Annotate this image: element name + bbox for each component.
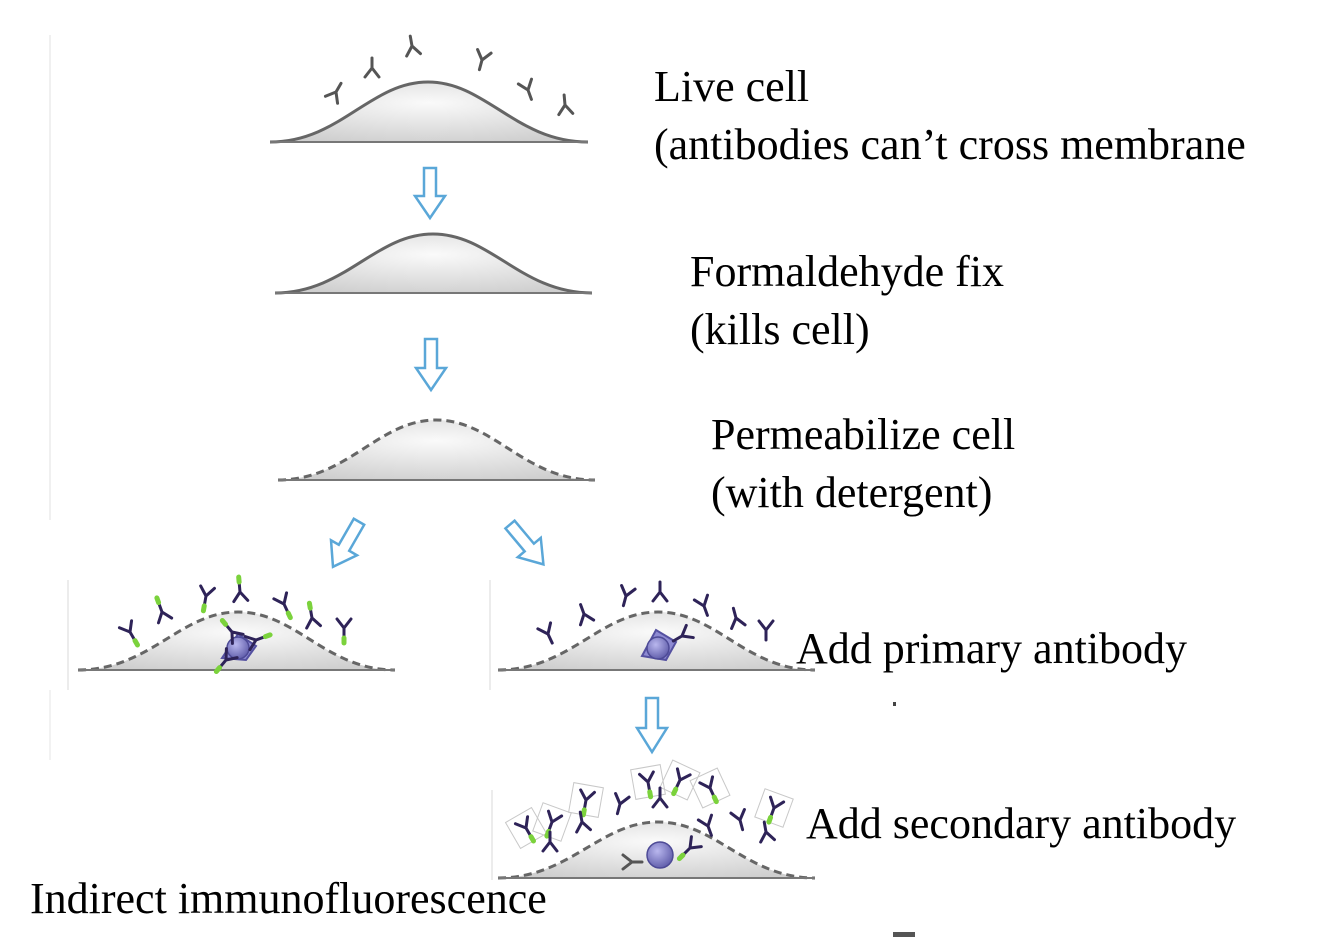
- antibody-icon: [651, 786, 669, 809]
- antibodies-primary: [536, 580, 775, 645]
- labeled-antibody-icon: [272, 591, 293, 621]
- labeled-antibody-icon: [213, 647, 239, 674]
- stray-dot: [893, 702, 896, 706]
- step-live-label: Live cell (antibodies can’t cross membra…: [654, 58, 1246, 174]
- arrow-down-2: [413, 337, 449, 393]
- labeled-antibody-icon: [532, 802, 572, 842]
- stray-dash: [893, 932, 915, 937]
- labeled-antibody-icon: [154, 595, 174, 625]
- antibody-icon: [759, 820, 776, 844]
- arrow-diagonal-right: [503, 518, 545, 567]
- step-secondary-title: Add secondary antibody: [806, 799, 1237, 848]
- antibody-icon: [516, 77, 533, 101]
- labeled-antibody-icon: [754, 788, 794, 828]
- cell-permeabilized: [277, 418, 596, 482]
- cell-live: [269, 80, 589, 144]
- labeled-antibody-icon: [659, 759, 701, 801]
- antibody-icon: [536, 621, 554, 645]
- labeled-antibody-icon: [199, 584, 216, 614]
- diagram-title: Indirect immunofluorescence: [30, 874, 547, 923]
- antibody-icon: [541, 830, 559, 853]
- antibody-icon: [575, 810, 592, 834]
- labeled-antibody-icon: [504, 806, 548, 850]
- cell-fixed: [274, 232, 593, 295]
- antibody-icon: [729, 807, 746, 832]
- labeled-antibody-icon: [568, 782, 604, 818]
- antibody-icon: [405, 34, 422, 58]
- antibody-icon: [557, 93, 575, 117]
- step-fix-label: Formaldehyde fix (kills cell): [690, 243, 1004, 359]
- labeled-antibody-icon: [305, 600, 322, 630]
- antibody-icon: [757, 619, 775, 642]
- labeled-antibody-icon: [232, 574, 250, 604]
- antibody-icon: [621, 853, 644, 871]
- antibody-icon: [671, 623, 695, 643]
- labeled-antibody-icon: [676, 835, 703, 862]
- labeled-antibody-icon: [689, 767, 731, 809]
- antigen-primary: [640, 628, 678, 662]
- step-live-title: Live cell: [654, 62, 810, 111]
- antibodies-gray-live: [323, 34, 575, 117]
- step-live-note: (antibodies can’t cross membrane: [654, 120, 1246, 169]
- step-permeabilize-label: Permeabilize cell (with detergent): [711, 406, 1015, 522]
- antibody-icon: [620, 583, 637, 608]
- labeled-antibody-icon: [117, 619, 140, 648]
- labeled-antibody-icon: [243, 632, 273, 652]
- labeled-antibody-icon: [630, 764, 666, 800]
- step-permeabilize-note: (with detergent): [711, 468, 993, 517]
- antibody-icon: [363, 56, 381, 79]
- step-primary-title: Add primary antibody: [796, 624, 1188, 673]
- antibody-icon: [730, 606, 747, 631]
- antibody-icon: [696, 813, 713, 837]
- antibody-icon: [614, 791, 631, 816]
- antibodies-labeled-left: [117, 574, 353, 674]
- step-permeabilize-title: Permeabilize cell: [711, 410, 1016, 459]
- step-fix-note: (kills cell): [690, 305, 870, 354]
- arrow-down-1: [412, 166, 448, 221]
- arrow-down-3: [634, 696, 670, 755]
- antibody-icon: [323, 81, 343, 105]
- step-fix-title: Formaldehyde fix: [690, 247, 1005, 296]
- antibody-icon: [579, 603, 596, 627]
- step-secondary-label: Add secondary antibody: [806, 795, 1236, 853]
- antibody-icon: [476, 47, 493, 72]
- step-primary-label: Add primary antibody: [796, 620, 1187, 678]
- antibody-icon: [692, 593, 709, 617]
- labeled-antibody-icon: [335, 617, 353, 646]
- arrow-diagonal-left: [329, 517, 366, 569]
- antibody-icon: [651, 580, 669, 603]
- antigen-secondary: [646, 841, 674, 869]
- labeled-antibody-icon: [219, 618, 245, 645]
- antibodies-secondary: [504, 759, 794, 871]
